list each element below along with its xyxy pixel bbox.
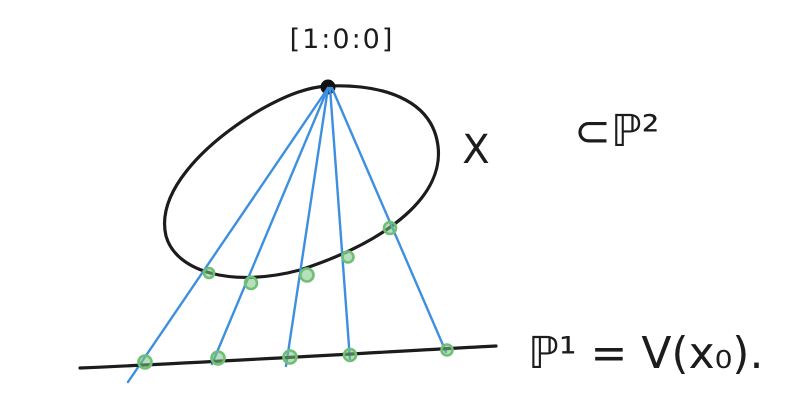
image-mark-line: [342, 347, 358, 363]
curve-label: X: [462, 127, 489, 173]
projection-line-3: [284, 86, 330, 368]
projection-line-2: [210, 86, 330, 366]
intersection-mark-conic: [299, 267, 315, 283]
image-mark-line: [282, 349, 298, 365]
line-label: ℙ¹ = V(x₀).: [528, 328, 763, 379]
intersection-mark-conic: [382, 220, 398, 236]
conic-curve: [163, 84, 441, 279]
intersection-mark-conic: [202, 266, 216, 280]
point-label: [1:0:0]: [290, 24, 395, 55]
projection-line-5: [330, 86, 448, 354]
intersection-mark-conic: [341, 250, 355, 264]
projection-line-4: [328, 86, 352, 362]
image-mark-line: [440, 343, 454, 357]
plane-label: ⊂ℙ²: [574, 106, 659, 157]
projection-line-1: [126, 86, 330, 384]
image-mark-line: [210, 350, 226, 366]
image-mark-line: [137, 354, 153, 370]
intersection-mark-conic: [243, 275, 259, 291]
